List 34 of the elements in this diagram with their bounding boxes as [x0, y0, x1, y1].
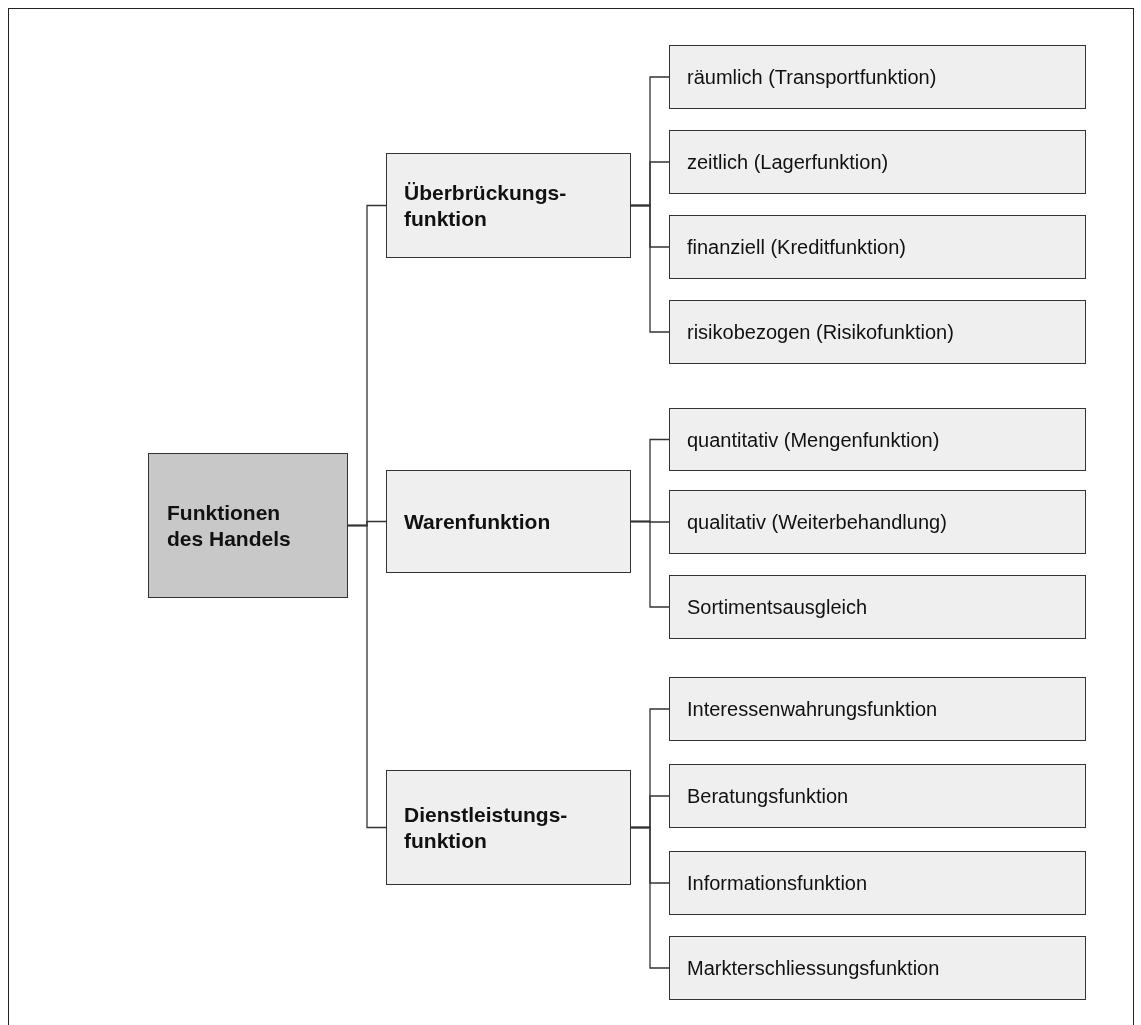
box-label: Informationsfunktion	[687, 871, 868, 895]
box-label: zeitlich (Lagerfunktion)	[687, 150, 889, 174]
box-label: Überbrückungs-funktion	[404, 180, 568, 231]
function-box	[669, 215, 1086, 279]
function-box	[669, 490, 1086, 554]
box-label: quantitativ (Mengenfunktion)	[687, 427, 940, 452]
function-box	[669, 851, 1086, 915]
box-label: qualitativ (Weiterbehandlung)	[687, 510, 947, 534]
box-label: Sortimentsausgleich	[687, 595, 868, 619]
connector-line	[630, 204, 670, 333]
box-label: Warenfunktion	[404, 508, 551, 535]
connector-line	[630, 520, 670, 608]
box-label: räumlich (Transportfunktion)	[687, 65, 937, 89]
box-label: Markterschliessungsfunktion	[687, 956, 940, 980]
root-box	[148, 453, 348, 598]
box-label: risikobezogen (Risikofunktion)	[687, 320, 954, 344]
function-box	[669, 936, 1086, 1000]
connector-line	[347, 524, 387, 829]
function-box	[669, 408, 1086, 471]
function-box	[669, 677, 1086, 741]
function-box	[669, 130, 1086, 194]
box-label: Interessenwahrungsfunktion	[687, 697, 938, 721]
box-label: Beratungsfunktion	[687, 784, 849, 808]
function-box	[669, 300, 1086, 364]
box-label: Funktionen des Handels	[167, 500, 292, 551]
category-box	[386, 770, 631, 885]
box-label: finanziell (Kreditfunktion)	[687, 235, 906, 259]
box-label: Dienstleistungs-funktion	[404, 802, 569, 853]
function-box	[669, 575, 1086, 639]
connector-line	[630, 826, 670, 969]
category-box	[386, 470, 631, 573]
category-box	[386, 153, 631, 258]
function-box	[669, 764, 1086, 828]
function-box	[669, 45, 1086, 109]
